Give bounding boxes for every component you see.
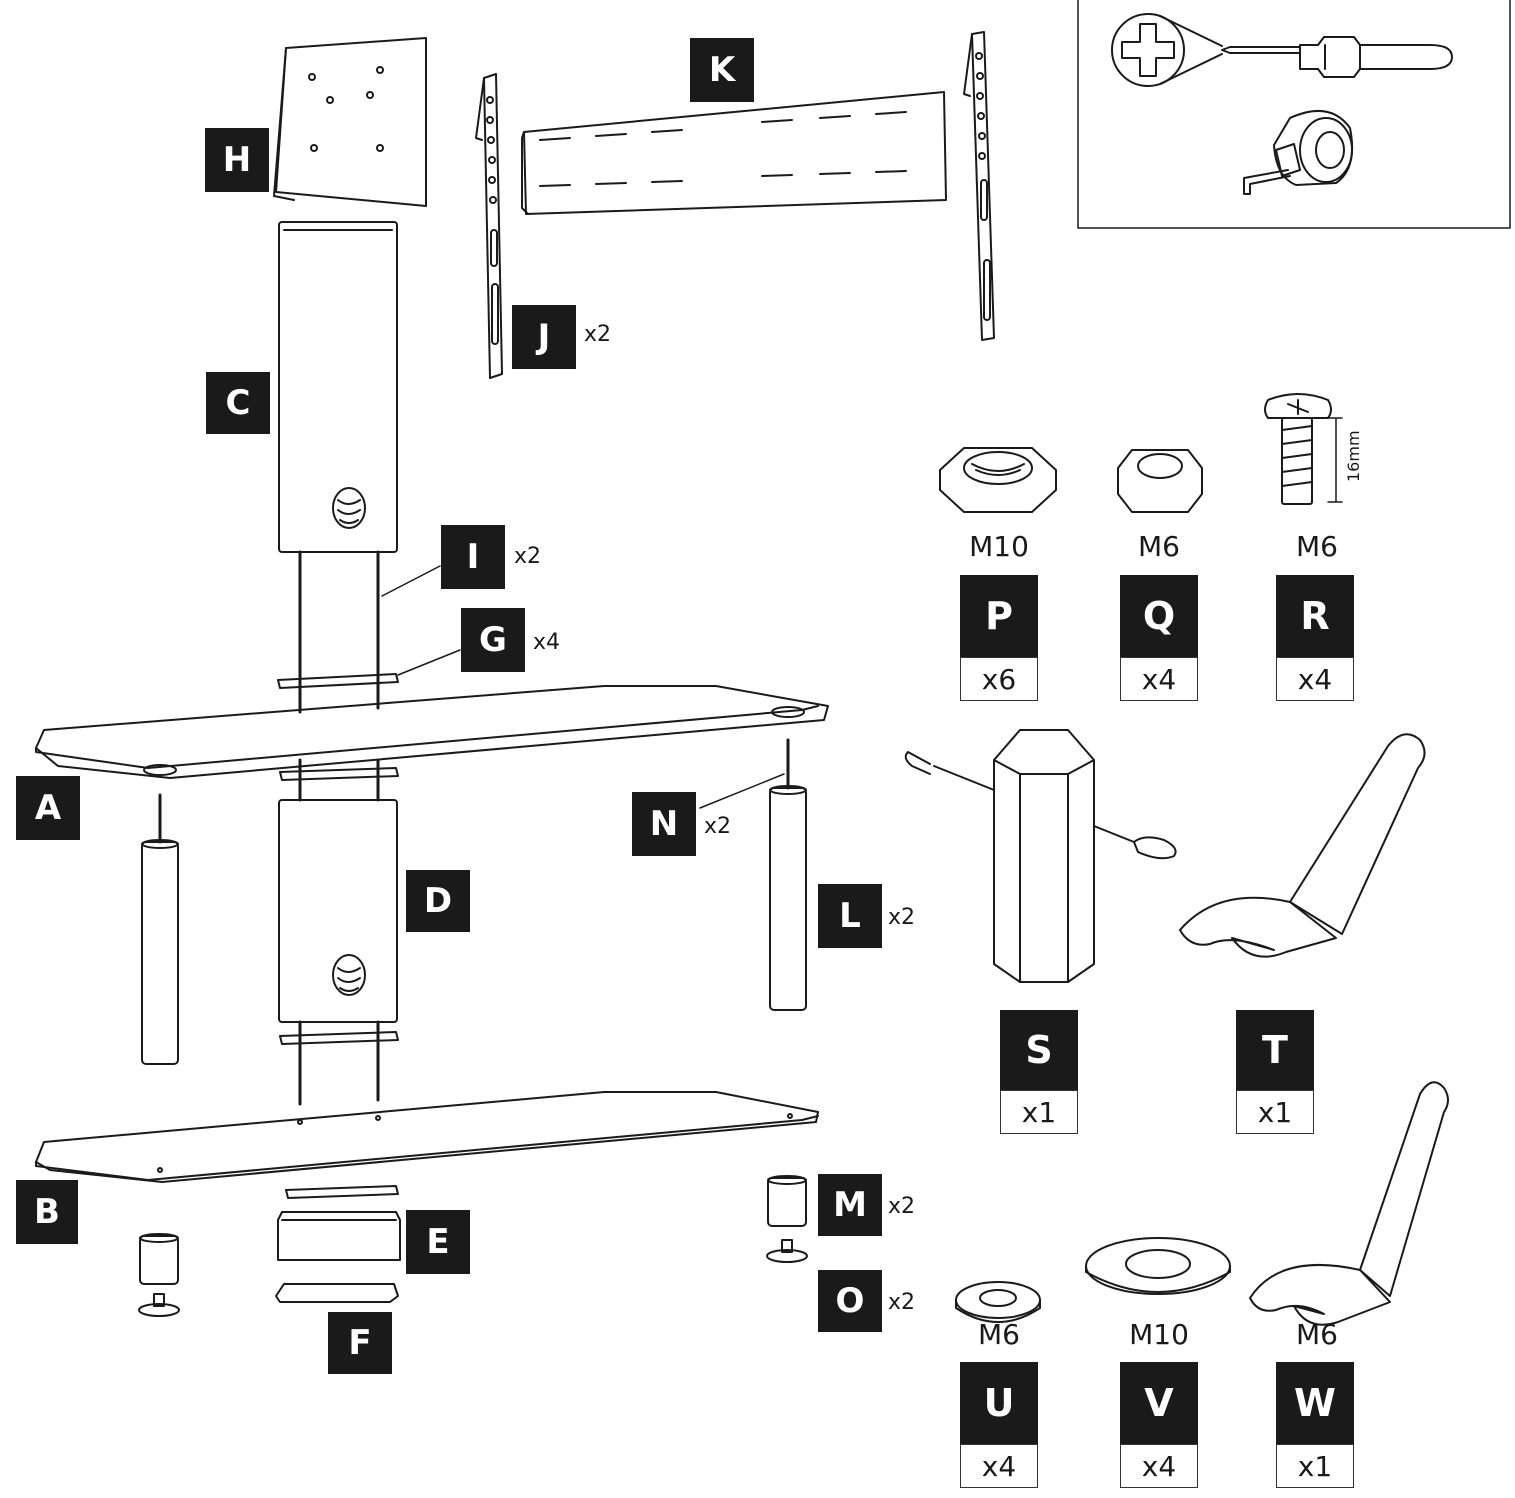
label-K: K (690, 38, 754, 102)
qty-R: x4 (1276, 657, 1354, 701)
size-Q: M6 (1138, 530, 1180, 563)
size-R: M6 (1296, 530, 1338, 563)
hardware-U-washer (955, 1281, 1041, 1323)
part-B-base (35, 1091, 819, 1183)
screwdriver-icon (1111, 13, 1453, 87)
label-G: G (461, 608, 525, 672)
count-L: x2 (888, 905, 916, 930)
label-P-text: P (985, 594, 1013, 638)
hardware-V-washer (1085, 1237, 1231, 1295)
qty-W: x1 (1276, 1444, 1354, 1488)
hardware-P-nut (939, 447, 1057, 513)
label-H-text: H (222, 140, 252, 180)
label-Q: Q (1120, 575, 1198, 657)
label-T: T (1236, 1010, 1314, 1090)
label-W-text: W (1294, 1381, 1336, 1425)
size-V: M10 (1129, 1318, 1189, 1351)
label-D-text: D (423, 881, 453, 921)
label-R-text: R (1300, 594, 1330, 638)
part-A-shelf (35, 685, 829, 779)
part-G-plates (277, 649, 461, 1199)
tape-measure-icon (1243, 110, 1354, 195)
part-O-levelers (138, 1239, 808, 1317)
part-I-rods (298, 550, 441, 714)
qty-U: x4 (960, 1444, 1038, 1488)
label-S: S (1000, 1010, 1078, 1090)
label-I-text: I (466, 537, 480, 577)
label-R: R (1276, 575, 1354, 657)
label-B-text: B (34, 1192, 60, 1232)
part-C-column (278, 221, 398, 553)
qty-P: x6 (960, 657, 1038, 701)
label-Q-text: Q (1142, 594, 1176, 638)
label-U: U (960, 1362, 1038, 1444)
label-M: M (818, 1174, 882, 1236)
part-F-base-plate (275, 1283, 399, 1303)
part-H-plate (273, 37, 427, 207)
label-M-text: M (833, 1185, 867, 1225)
label-O: O (818, 1270, 882, 1332)
label-L-text: L (839, 896, 861, 936)
label-B: B (16, 1180, 78, 1244)
label-O-text: O (835, 1281, 865, 1321)
label-N: N (632, 792, 696, 856)
size-W: M6 (1296, 1318, 1338, 1351)
label-H: H (205, 128, 269, 192)
hardware-R-screw (1264, 393, 1343, 505)
part-L-leg-left (141, 793, 179, 1065)
label-J-text: J (537, 317, 551, 357)
count-I: x2 (514, 544, 542, 569)
label-F-text: F (348, 1323, 372, 1363)
label-P: P (960, 575, 1038, 657)
hardware-W-spanner (1249, 1081, 1449, 1326)
qty-Q: x4 (1120, 657, 1198, 701)
label-G-text: G (479, 620, 507, 660)
label-C-text: C (225, 383, 251, 423)
part-J-bracket-left (475, 73, 503, 379)
part-M-feet (139, 1175, 807, 1285)
hardware-S-socket (904, 729, 1177, 983)
part-E-spacer (277, 1211, 401, 1261)
hardware-Q-nut (1117, 449, 1203, 513)
label-E-text: E (426, 1222, 450, 1262)
length-R: 16mm (1344, 430, 1363, 482)
tools-box (1077, 0, 1511, 229)
label-L: L (818, 884, 882, 948)
label-A: A (16, 776, 80, 840)
label-W: W (1276, 1362, 1354, 1444)
label-C: C (206, 372, 270, 434)
label-I: I (441, 525, 505, 589)
part-D-column (278, 758, 398, 1106)
label-F: F (328, 1312, 392, 1374)
part-J-bracket-right (963, 31, 995, 341)
label-T-text: T (1262, 1028, 1288, 1072)
size-U: M6 (978, 1318, 1020, 1351)
count-M: x2 (888, 1194, 916, 1219)
count-J: x2 (584, 322, 612, 347)
label-S-text: S (1025, 1028, 1053, 1072)
label-K-text: K (708, 50, 736, 90)
label-E: E (406, 1210, 470, 1274)
label-A-text: A (34, 788, 62, 828)
label-N-text: N (649, 804, 679, 844)
count-O: x2 (888, 1290, 916, 1315)
part-K-wall-rail (521, 91, 947, 215)
label-V-text: V (1144, 1381, 1174, 1425)
qty-V: x4 (1120, 1444, 1198, 1488)
label-U-text: U (983, 1381, 1015, 1425)
hardware-T-spanner (1179, 733, 1426, 958)
label-D: D (406, 870, 470, 932)
qty-T: x1 (1236, 1090, 1314, 1134)
size-P: M10 (969, 530, 1029, 563)
qty-S: x1 (1000, 1090, 1078, 1134)
part-L-leg-right (699, 738, 807, 1011)
label-V: V (1120, 1362, 1198, 1444)
count-G: x4 (533, 630, 561, 655)
label-J: J (512, 305, 576, 369)
count-N: x2 (704, 814, 732, 839)
